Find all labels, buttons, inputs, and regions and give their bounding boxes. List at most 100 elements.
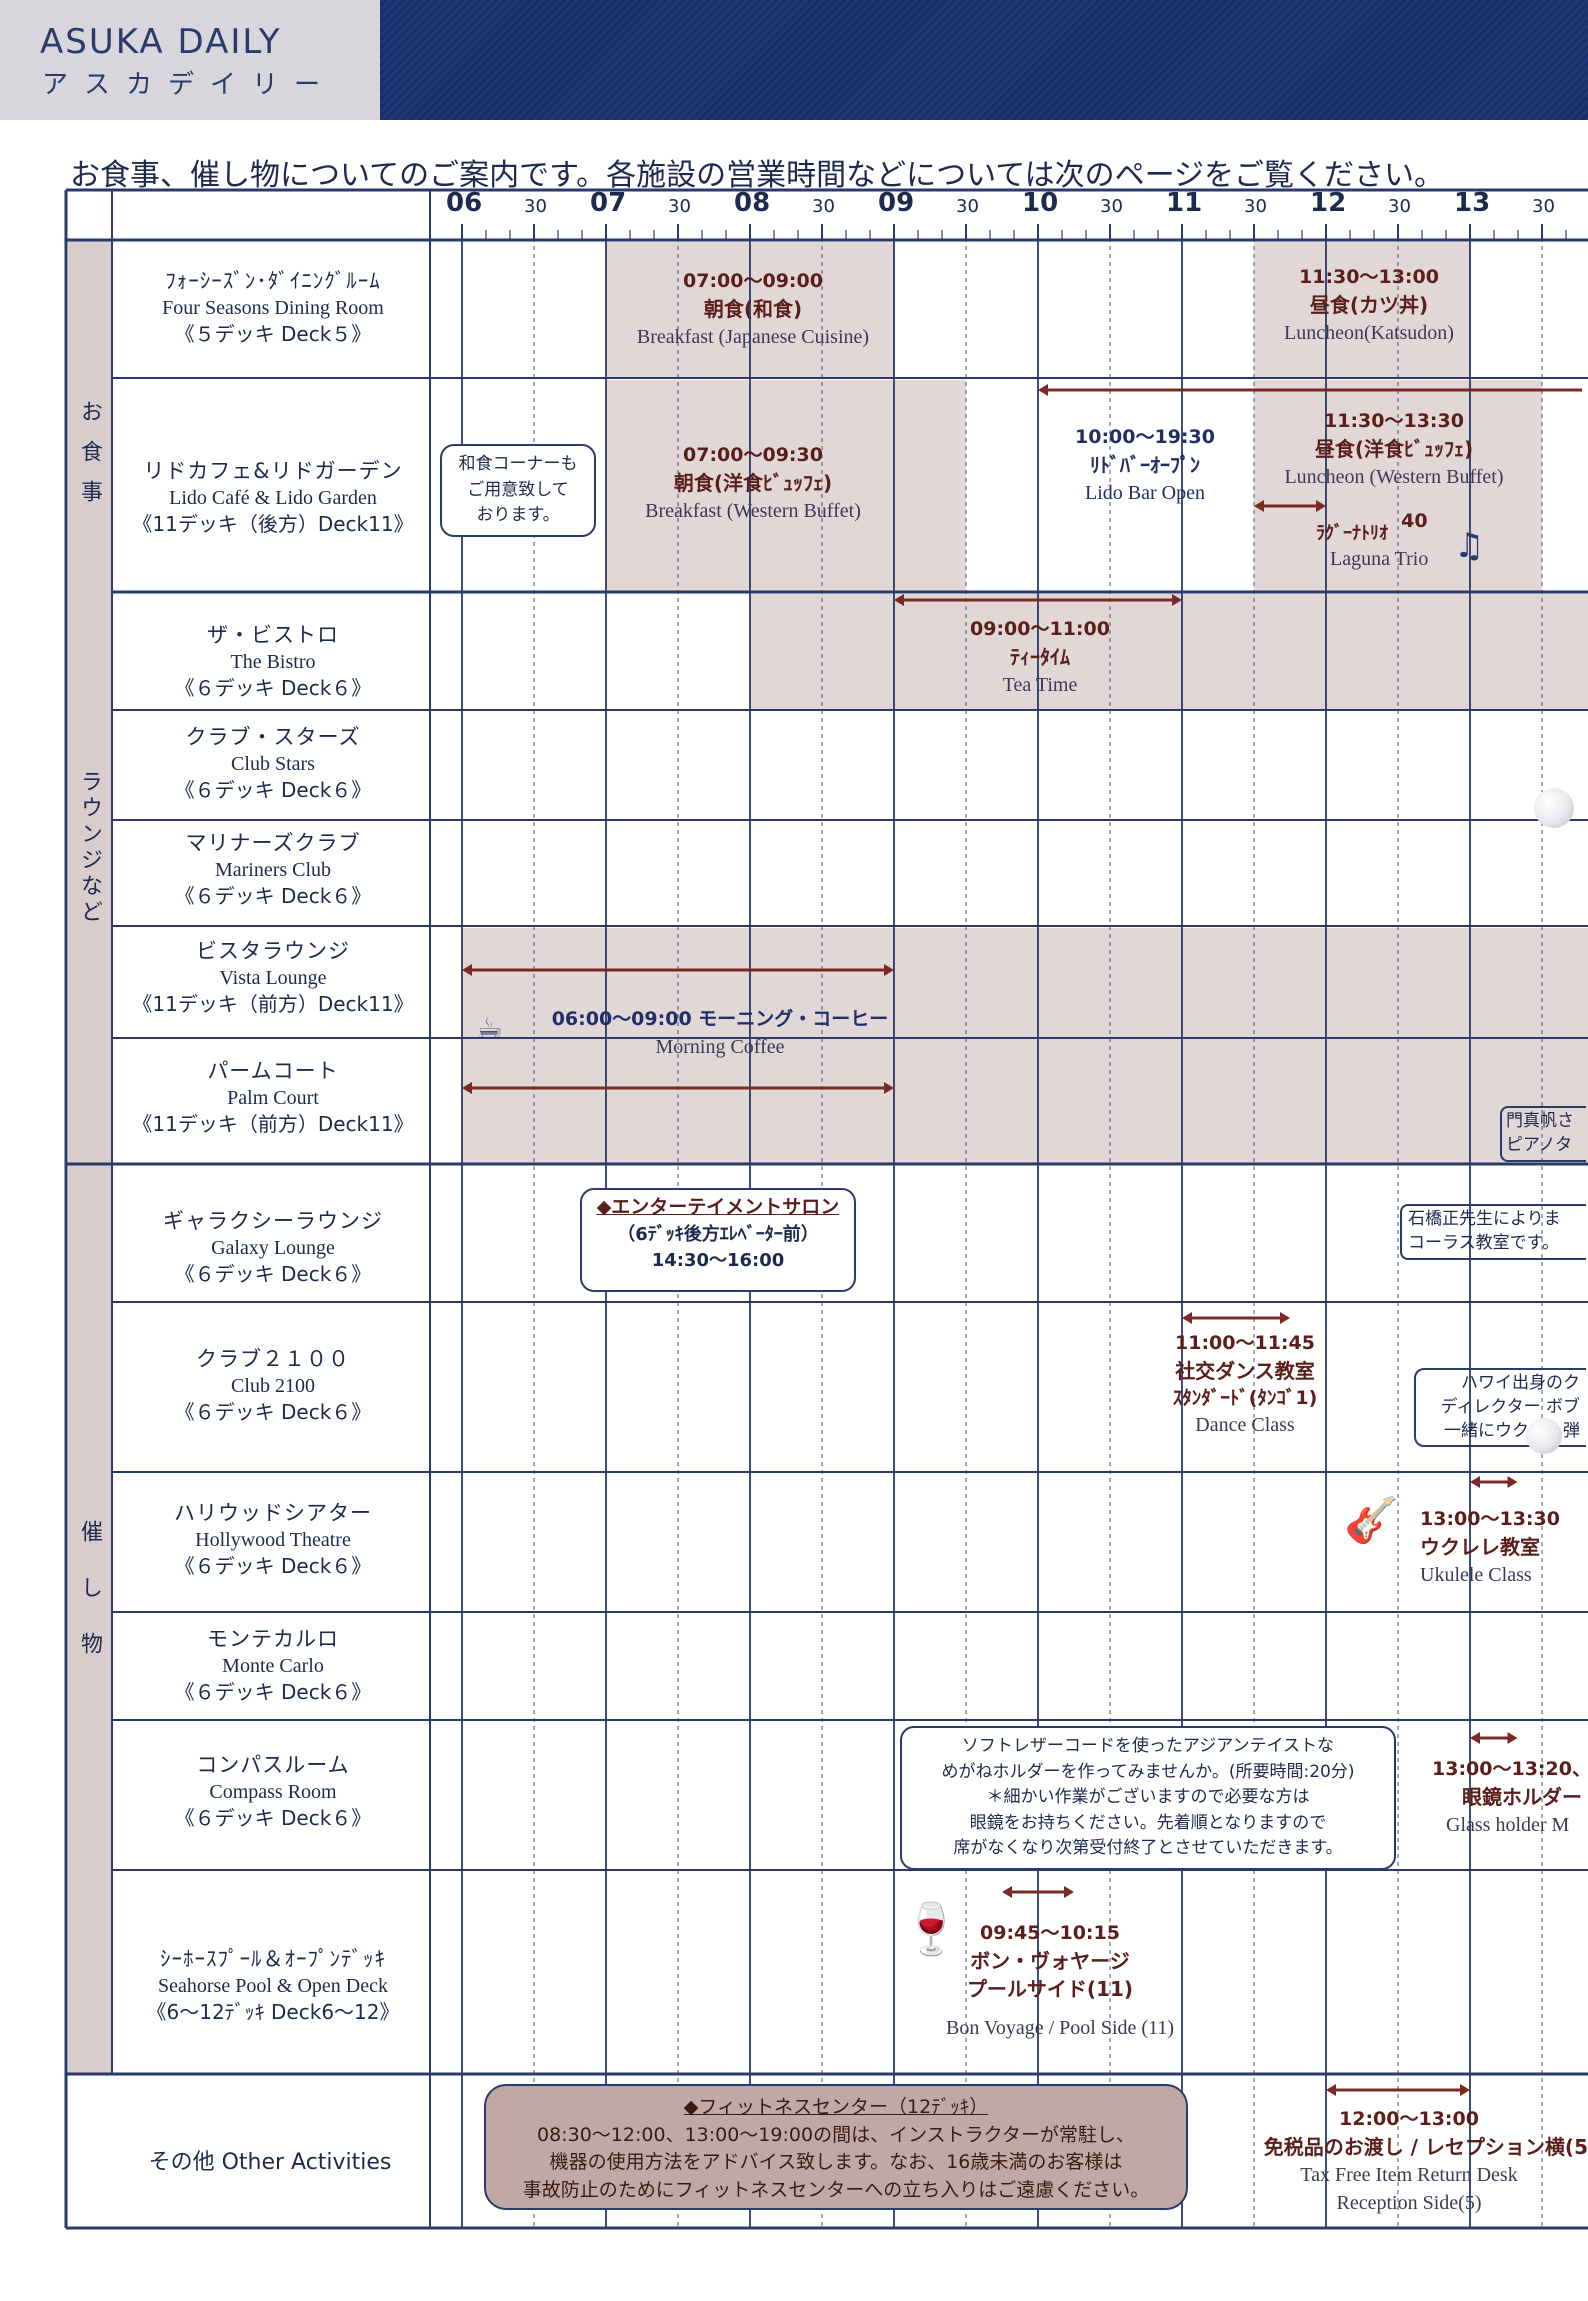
venue-en: Club Stars (231, 753, 315, 776)
binder-hole-top (1534, 788, 1574, 828)
venue-deck: 《11デッキ（前方）Deck11》 (132, 992, 414, 1017)
event-fs-breakfast: 07:00～09:00 朝食(和食) Breakfast (Japanese C… (608, 268, 898, 351)
salon-location: （6ﾃﾞｯｷ後方ｴﾚﾍﾞｰﾀｰ前） (617, 1223, 819, 1245)
brand-kana: アスカデイリー (42, 70, 337, 100)
venue-en: Compass Room (209, 1781, 337, 1804)
half-hour-label: 30 (524, 196, 547, 217)
salon-time: 14:30～16:00 (651, 1249, 785, 1271)
time-arrow-head-left (1254, 500, 1264, 512)
event-title-en: Lido Bar Open (1085, 481, 1205, 504)
venue-jp: クラブ２１００ (196, 1347, 350, 1371)
time-arrow-head-left (1326, 2084, 1336, 2096)
hour-label: 06 (446, 188, 483, 218)
venue-compass: コンパスルーム Compass Room 《６デッキ Deck６》 (114, 1752, 432, 1831)
time-arrow-head-right (1507, 1732, 1518, 1744)
half-hour-label: 30 (956, 196, 979, 217)
venue-deck: 《６デッキ Deck６》 (174, 778, 372, 803)
galaxy-edge-text: 石橋正先生によりま コーラス教室です。 (1408, 1209, 1561, 1253)
venue-hollywood: ハリウッドシアター Hollywood Theatre 《６デッキ Deck６》 (114, 1500, 432, 1579)
half-hour-label: 30 (812, 196, 835, 217)
event-time: 12:00～13:00 (1339, 2108, 1479, 2130)
event-title-en: Tea Time (1002, 673, 1078, 696)
venue-en: Lido Café & Lido Garden (169, 487, 377, 510)
venue-en: Galaxy Lounge (211, 1237, 335, 1260)
header-pattern-band (380, 0, 1588, 120)
time-arrow-head-left (1470, 1732, 1480, 1744)
category-dining-label: お食事 (77, 400, 102, 520)
event-glass-holder: 13:00～13:20、 眼鏡ホルダー Glass holder M (1432, 1756, 1588, 1839)
venue-vista: ビスタラウンジ Vista Lounge 《11デッキ（前方）Deck11》 (114, 938, 432, 1017)
venue-club-2100: クラブ２１００ Club 2100 《６デッキ Deck６》 (114, 1346, 432, 1425)
category-dining: お食事 (66, 400, 112, 526)
time-arrow-head-right (1064, 1886, 1074, 1898)
venue-jp: ビスタラウンジ (196, 939, 350, 963)
event-title-en: Luncheon (Western Buffet) (1284, 465, 1504, 488)
event-lido-bar: 10:00～19:30 ﾘﾄﾞﾊﾞｰｵｰﾌﾟﾝ Lido Bar Open (1040, 424, 1250, 507)
salon-title: ◆エンターテイメントサロン (596, 1196, 840, 1218)
venue-mariners: マリナーズクラブ Mariners Club 《６デッキ Deck６》 (114, 830, 432, 909)
venue-seahorse: ｼｰﾎｰｽﾌﾟｰﾙ＆ｵｰﾌﾟﾝﾃﾞｯｷ Seahorse Pool & Open… (114, 1946, 432, 2025)
hour-label: 09 (878, 188, 915, 218)
venue-en: Mariners Club (214, 859, 332, 882)
event-time: 11:30～13:00 (1299, 266, 1439, 288)
event-title-en: Dance Class (1195, 1414, 1295, 1437)
venue-monte-carlo: モンテカルロ Monte Carlo 《６デッキ Deck６》 (114, 1626, 432, 1705)
venue-jp: ザ・ビストロ (207, 623, 339, 647)
venue-jp: ﾌｫｰｼｰｽﾞﾝ･ﾀﾞｲﾆﾝｸﾞﾙｰﾑ (165, 269, 381, 293)
half-hour-label: 30 (1388, 196, 1411, 217)
compass-note-bubble: ソフトレザーコードを使ったアジアンテイストな めがねホルダーを作ってみませんか。… (900, 1726, 1396, 1870)
event-time: 09:00～11:00 (970, 618, 1110, 640)
venue-deck: 《11デッキ（前方）Deck11》 (132, 1112, 414, 1137)
venue-palm-court: パームコート Palm Court 《11デッキ（前方）Deck11》 (114, 1058, 432, 1137)
event-title-jp: 昼食(洋食ﾋﾞｭｯﾌｪ) (1314, 436, 1474, 461)
category-other-label: その他 Other Activities (148, 2150, 392, 2175)
time-arrow-head-right (1280, 1312, 1290, 1324)
venue-deck: 《５デッキ Deck５》 (174, 322, 372, 347)
hour-label: 08 (734, 188, 771, 218)
category-lounge: ラウンジなど (66, 770, 112, 932)
venue-deck: 《11デッキ（後方）Deck11》 (132, 512, 414, 537)
time-shade-block (750, 594, 1362, 710)
venue-en: Palm Court (227, 1087, 319, 1110)
palm-edge-text: 門真帆さ ピアノタ (1506, 1111, 1574, 1155)
event-tax-free: 12:00～13:00 免税品のお渡し / レセプション横(5 Tax Free… (1230, 2106, 1588, 2217)
hour-label: 11 (1166, 188, 1203, 218)
venue-deck: 《６デッキ Deck６》 (174, 884, 372, 909)
lido-note-bubble: 和食コーナーも ご用意致して おります。 (440, 444, 596, 537)
hour-label: 10 (1022, 188, 1059, 218)
event-title-en: Breakfast (Japanese Cuisine) (636, 325, 870, 348)
venue-jp: コンパスルーム (196, 1753, 350, 1777)
venue-jp: ｼｰﾎｰｽﾌﾟｰﾙ＆ｵｰﾌﾟﾝﾃﾞｯｷ (160, 1947, 386, 1971)
venue-jp: マリナーズクラブ (185, 831, 361, 855)
venue-en: Vista Lounge (219, 967, 327, 990)
event-fs-lunch: 11:30～13:00 昼食(カツ丼) Luncheon(Katsudon) (1254, 264, 1484, 347)
galaxy-edge-bubble: 石橋正先生によりま コーラス教室です。 (1400, 1204, 1586, 1260)
event-lido-breakfast: 07:00～09:30 朝食(洋食ﾋﾞｭｯﾌｪ) Breakfast (West… (608, 442, 898, 525)
event-laguna: ﾗｸﾞｰﾅﾄﾘｵ 40 Laguna Trio (1316, 510, 1466, 573)
brand-title: ASUKA DAILY (40, 22, 282, 62)
event-title-jp2: プールサイド(11) (966, 1976, 1134, 2001)
club2100-edge-bubble: ハワイ出身のク ディレクター ボブ 一緒にウクレ 弾 (1414, 1368, 1586, 1448)
venue-en: Four Seasons Dining Room (162, 297, 384, 320)
compass-note-text: ソフトレザーコードを使ったアジアンテイストな めがねホルダーを作ってみませんか。… (941, 1736, 1355, 1858)
time-arrows (462, 384, 1582, 2096)
event-title-jp: 朝食(洋食ﾋﾞｭｯﾌｪ) (673, 470, 833, 495)
time-arrow-head-left (1182, 1312, 1192, 1324)
ukulele-icon: 🎸 (1344, 1495, 1399, 1546)
time-shade-block (462, 928, 1588, 1164)
coffee-cup-icon: ☕ (476, 1012, 503, 1047)
event-ukulele: 13:00～13:30 ウクレレ教室 Ukulele Class (1420, 1506, 1588, 1589)
venue-deck: 《６デッキ Deck６》 (174, 1806, 372, 1831)
venue-deck: 《６デッキ Deck６》 (174, 1262, 372, 1287)
time-arrow-head-right (1507, 1476, 1518, 1488)
fitness-center-box: ◆フィットネスセンター（12ﾃﾞｯｷ） 08:30～12:00、13:00～19… (484, 2084, 1188, 2210)
category-lounge-label: ラウンジなど (77, 770, 102, 926)
time-arrow-head-left (462, 1082, 472, 1094)
time-arrow-head-left (1470, 1476, 1480, 1488)
event-dance-class: 11:00～11:45 社交ダンス教室 ｽﾀﾝﾀﾞｰﾄﾞ(ﾀﾝｺﾞ1) Danc… (1130, 1330, 1360, 1439)
time-arrow-head-left (1002, 1886, 1012, 1898)
half-hour-label: 30 (1244, 196, 1267, 217)
time-arrow-head-left (1038, 384, 1048, 396)
category-events: 催し物 (66, 1520, 112, 1694)
venue-lido: リドカフェ&リドガーデン Lido Café & Lido Garden 《11… (114, 458, 432, 537)
